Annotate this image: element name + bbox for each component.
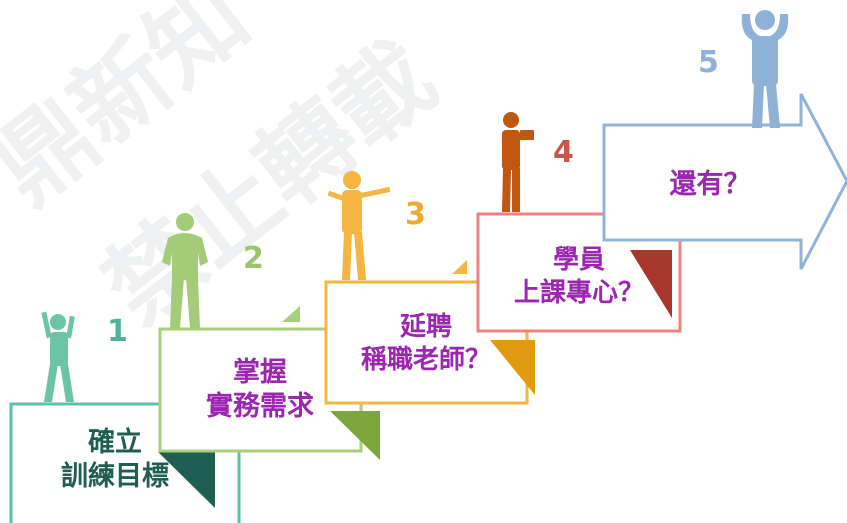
step-3-label-line2: 稱職老師？ <box>360 344 491 375</box>
figure-2-person-icon <box>162 213 208 328</box>
step-2-tab <box>282 306 300 322</box>
step-1-corner <box>158 452 215 508</box>
step-5-number: 5 <box>698 45 719 80</box>
figure-4-person-icon <box>502 112 534 212</box>
step-4-corner <box>630 250 672 318</box>
step-5-label-line1: 還有？ <box>669 169 751 200</box>
step-1-label-line1: 確立 <box>88 427 142 458</box>
step-5-label: 還有？ <box>620 168 800 202</box>
step-3-number: 3 <box>405 197 426 232</box>
figure-3-person-icon <box>327 171 391 280</box>
step-1-label-line2: 訓練目標 <box>61 460 169 492</box>
figure-1-person-icon <box>41 311 75 402</box>
step-4-label: 學員 上課專心？ <box>482 244 676 309</box>
step-3-tab <box>452 260 467 274</box>
step-4-number: 4 <box>553 135 574 170</box>
step-3-label: 延聘 稱職老師？ <box>330 311 522 376</box>
step-3-label-line1: 延聘 <box>399 312 452 342</box>
step-2-label: 掌握 實務需求 <box>176 356 344 424</box>
step-2-corner <box>330 411 380 460</box>
step-5-arrow <box>602 93 847 270</box>
figure-5-person-icon <box>741 10 789 128</box>
step-1-label: 確立 訓練目標 <box>20 426 210 494</box>
step-2-label-line2: 實務需求 <box>206 390 314 422</box>
step-3-corner <box>490 340 535 395</box>
step-4-label-line1: 學員 <box>552 245 605 275</box>
step-1-number: 1 <box>107 314 128 349</box>
step-2-label-line1: 掌握 <box>233 357 287 388</box>
step-4-label-line2: 上課專心？ <box>513 277 644 308</box>
step-2-number: 2 <box>243 241 264 276</box>
